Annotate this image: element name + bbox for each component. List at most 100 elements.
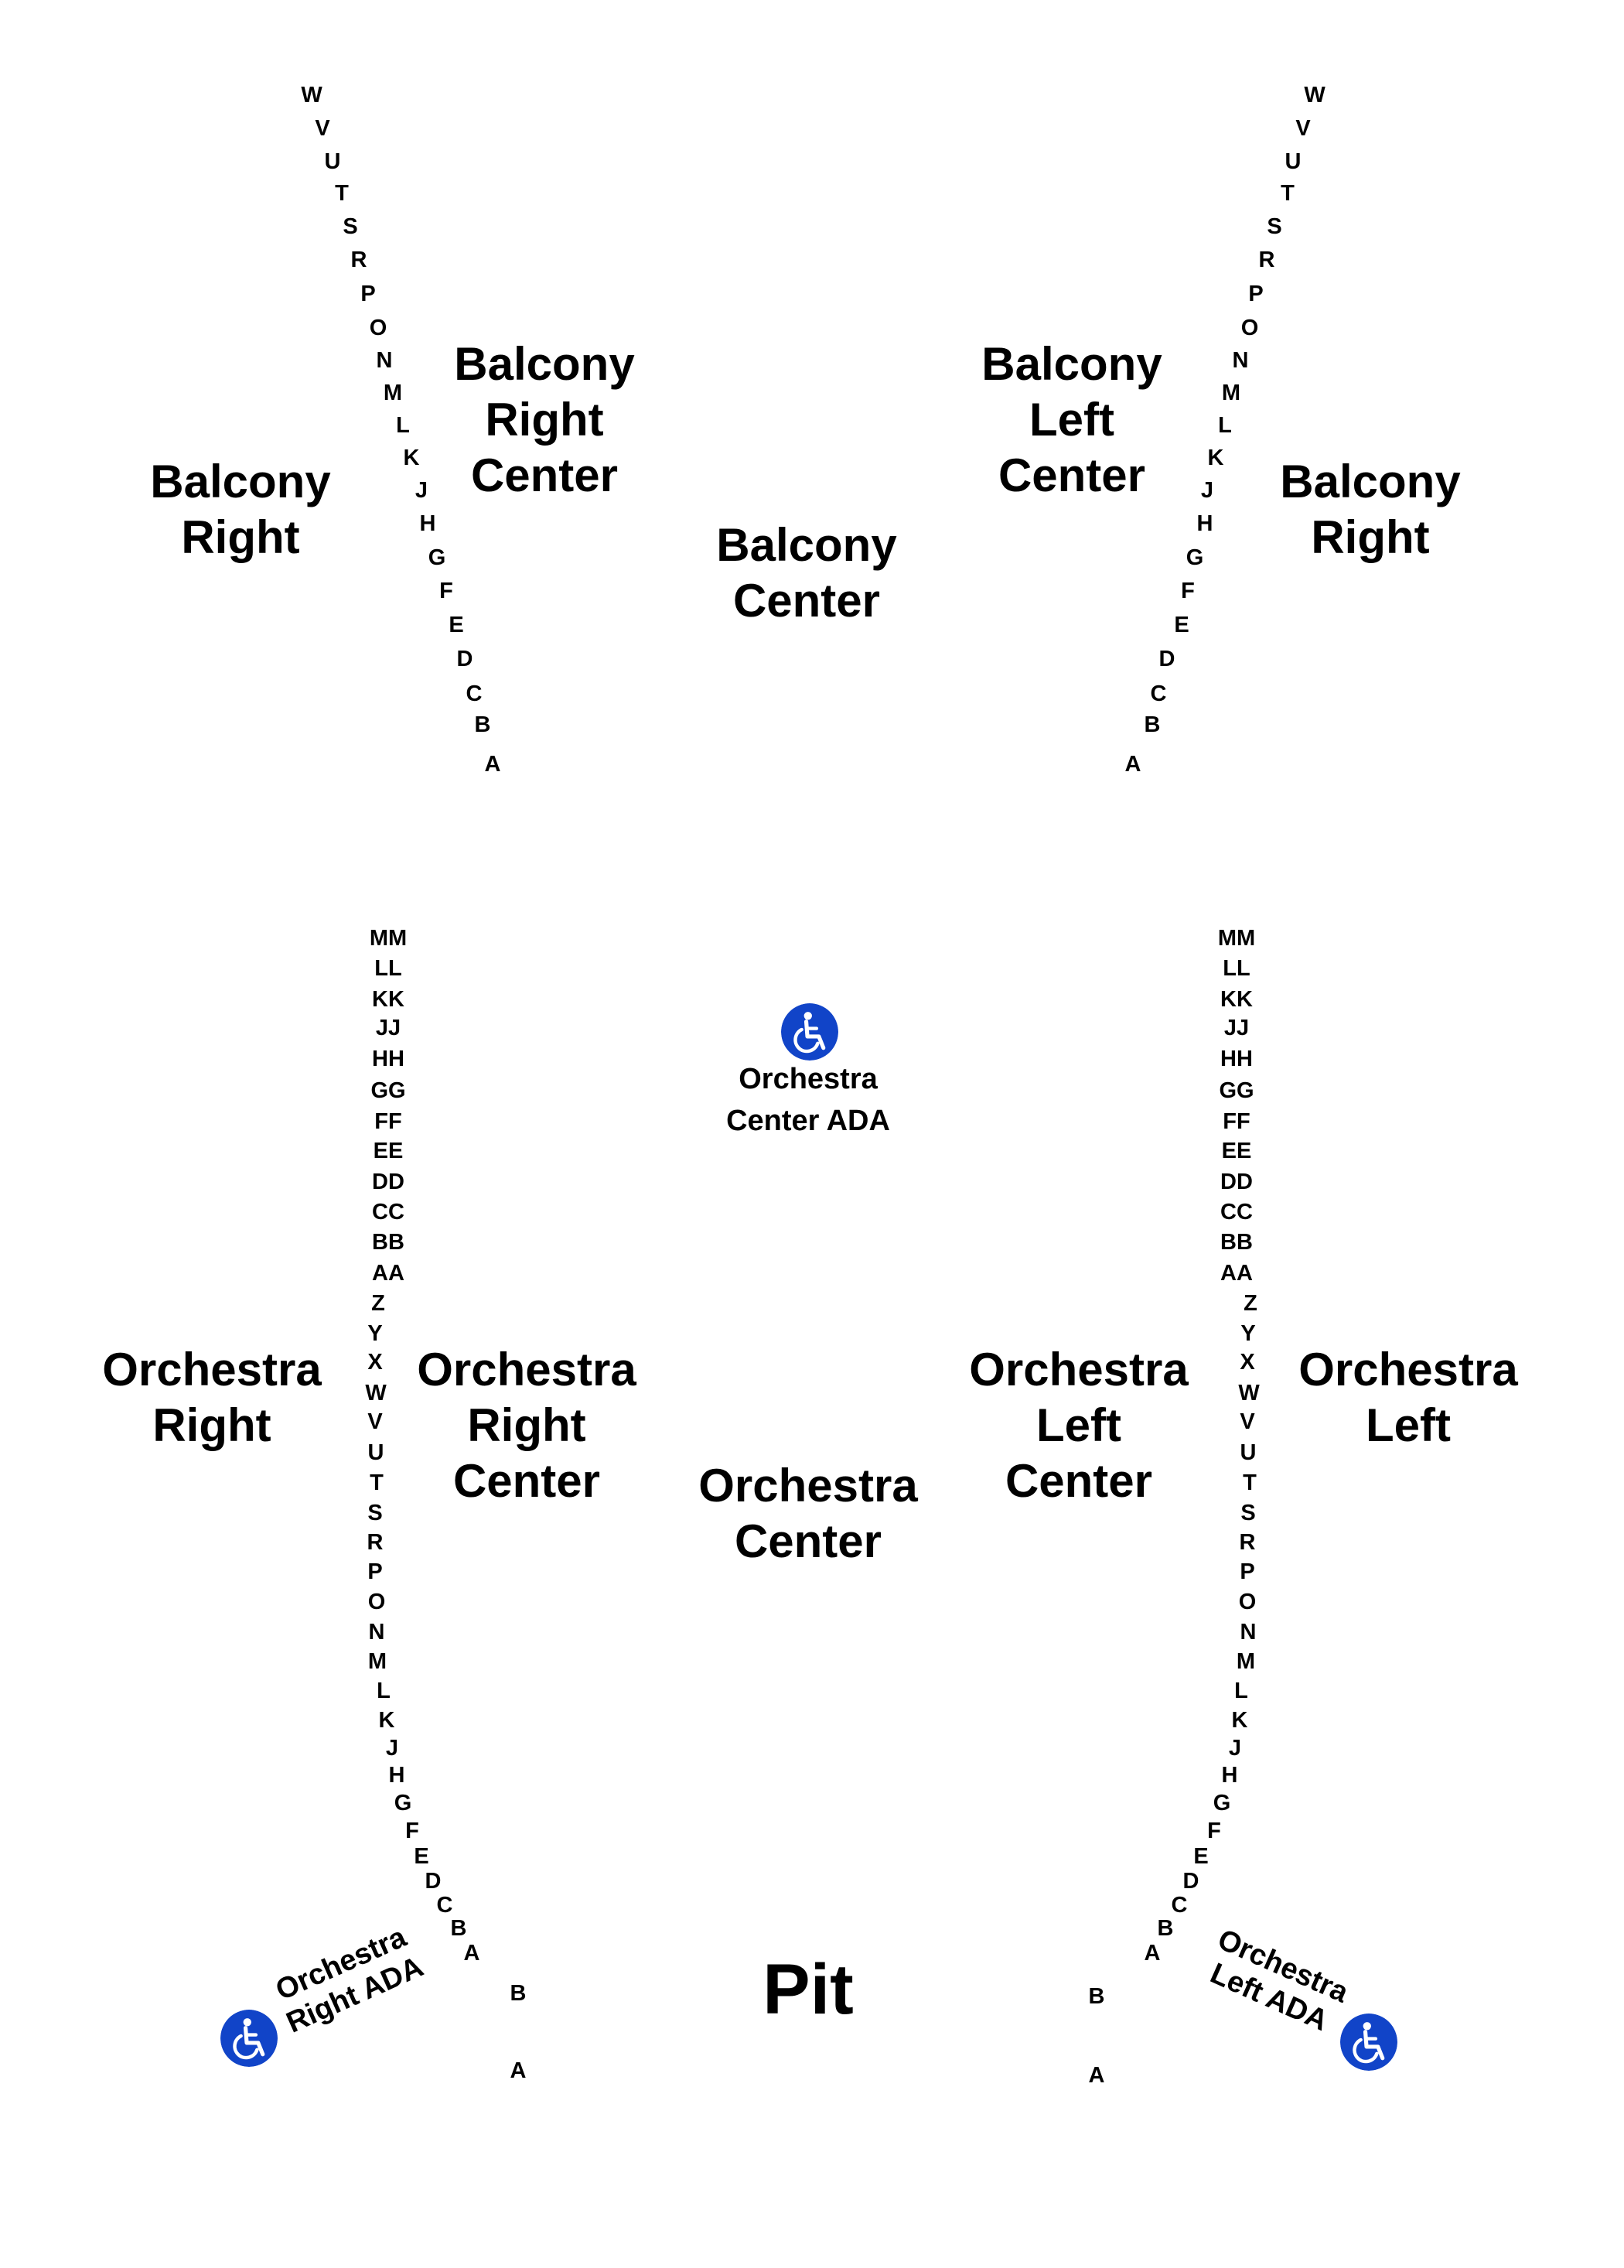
row-label-c: C (466, 681, 483, 706)
row-label-a: A (1124, 752, 1141, 777)
row-label-z: Z (371, 1291, 385, 1316)
row-label-d: D (425, 1869, 442, 1894)
row-label-y: Y (367, 1321, 383, 1346)
row-label-j: J (1200, 478, 1214, 503)
row-label-m: M (1221, 381, 1241, 405)
row-label-b: B (1144, 712, 1161, 737)
row-label-bb: BB (1220, 1230, 1253, 1255)
row-label-f: F (405, 1819, 419, 1843)
row-label-hh: HH (372, 1047, 404, 1071)
row-label-a: A (463, 1941, 480, 1966)
row-label-r: R (1239, 1530, 1256, 1555)
row-label-ee: EE (1221, 1139, 1252, 1163)
section-balcony-left-center[interactable]: Balcony Left Center (981, 338, 1162, 501)
row-label-ll: LL (1223, 956, 1250, 981)
row-label-g: G (1186, 545, 1204, 570)
row-label-hh: HH (1220, 1047, 1253, 1071)
row-label-z: Z (1244, 1291, 1257, 1316)
row-label-r: R (1258, 248, 1275, 272)
row-label-v: V (367, 1409, 383, 1434)
row-label-o: O (369, 316, 387, 340)
row-label-jj: JJ (375, 1016, 401, 1040)
row-label-e: E (414, 1844, 429, 1869)
row-label-s: S (367, 1501, 383, 1525)
row-label-x: X (367, 1350, 383, 1375)
row-label-jj: JJ (1223, 1016, 1250, 1040)
row-label-b: B (1157, 1916, 1174, 1941)
row-label-ll: LL (374, 956, 402, 981)
row-label-w: W (1304, 83, 1325, 108)
row-label-x: X (1240, 1350, 1255, 1375)
row-label-l: L (1234, 1679, 1248, 1703)
ada-label-orchestra-right[interactable]: Orchestra Right ADA (271, 1921, 428, 2040)
row-label-n: N (376, 348, 393, 373)
section-balcony-center[interactable]: Balcony Center (716, 519, 897, 627)
row-label-aa: AA (372, 1261, 404, 1286)
row-label-v: V (1240, 1409, 1255, 1434)
section-orchestra-right-center[interactable]: Orchestra Right Center (417, 1344, 636, 1507)
row-label-o: O (1240, 316, 1259, 340)
row-label-g: G (394, 1791, 412, 1815)
row-label-s: S (1240, 1501, 1256, 1525)
row-label-l: L (1218, 413, 1232, 438)
row-label-o: O (367, 1590, 386, 1614)
wheelchair-icon[interactable] (1340, 2014, 1397, 2071)
section-orchestra-right[interactable]: Orchestra Right (102, 1344, 322, 1451)
row-label-m: M (383, 381, 403, 405)
row-label-p: P (367, 1559, 383, 1584)
row-label-j: J (1228, 1736, 1242, 1761)
row-label-g: G (1213, 1791, 1231, 1815)
row-label-dd: DD (1220, 1170, 1253, 1194)
row-label-cc: CC (372, 1200, 404, 1225)
section-balcony-right-center[interactable]: Balcony Right Center (454, 338, 635, 501)
row-label-p: P (360, 282, 376, 306)
row-label-ff: FF (1223, 1109, 1250, 1134)
row-label-kk: KK (372, 987, 404, 1012)
row-label-ee: EE (373, 1139, 404, 1163)
row-label-n: N (1240, 1620, 1257, 1645)
section-balcony-right-far[interactable]: Balcony Right (1280, 456, 1461, 563)
row-label-t: T (335, 181, 349, 206)
wheelchair-icon[interactable] (781, 1003, 838, 1061)
pit-row-label-a: A (1088, 2063, 1105, 2088)
row-label-o: O (1238, 1590, 1257, 1614)
row-label-l: L (377, 1679, 391, 1703)
row-label-ff: FF (374, 1109, 402, 1134)
row-label-t: T (370, 1470, 384, 1495)
row-label-b: B (474, 712, 491, 737)
row-label-k: K (403, 446, 420, 470)
row-label-l: L (396, 413, 410, 438)
row-label-aa: AA (1220, 1261, 1253, 1286)
row-label-p: P (1240, 1559, 1255, 1584)
row-label-gg: GG (370, 1078, 406, 1103)
row-label-h: H (419, 511, 436, 536)
wheelchair-icon[interactable] (220, 2010, 278, 2067)
row-label-h: H (1196, 511, 1213, 536)
row-label-w: W (301, 83, 322, 108)
section-balcony-right-outer[interactable]: Balcony Right (150, 456, 331, 563)
pit-row-label-a: A (510, 2058, 527, 2083)
section-orchestra-left[interactable]: Orchestra Left (1298, 1344, 1518, 1451)
row-label-u: U (1285, 149, 1302, 174)
row-label-n: N (1232, 348, 1249, 373)
section-pit[interactable]: Pit (763, 1950, 854, 2029)
pit-row-label-b: B (1088, 1984, 1105, 2009)
row-label-m: M (367, 1649, 387, 1674)
row-label-b: B (450, 1916, 467, 1941)
row-label-g: G (428, 545, 446, 570)
row-label-w: W (1238, 1381, 1260, 1406)
row-label-a: A (484, 752, 501, 777)
row-label-d: D (1182, 1869, 1199, 1894)
row-label-e: E (1193, 1844, 1209, 1869)
row-label-n: N (368, 1620, 385, 1645)
row-label-s: S (343, 214, 358, 239)
ada-label-orchestra-left[interactable]: Orchestra Left ADA (1205, 1923, 1353, 2038)
row-label-k: K (1231, 1708, 1248, 1733)
row-label-t: T (1281, 181, 1295, 206)
row-label-s: S (1267, 214, 1282, 239)
pit-row-label-b: B (510, 1981, 527, 2006)
section-orchestra-left-center[interactable]: Orchestra Left Center (969, 1344, 1189, 1507)
ada-label-orchestra-center[interactable]: Orchestra Center ADA (726, 1063, 890, 1137)
section-orchestra-center[interactable]: Orchestra Center (698, 1460, 918, 1567)
row-label-k: K (378, 1708, 395, 1733)
